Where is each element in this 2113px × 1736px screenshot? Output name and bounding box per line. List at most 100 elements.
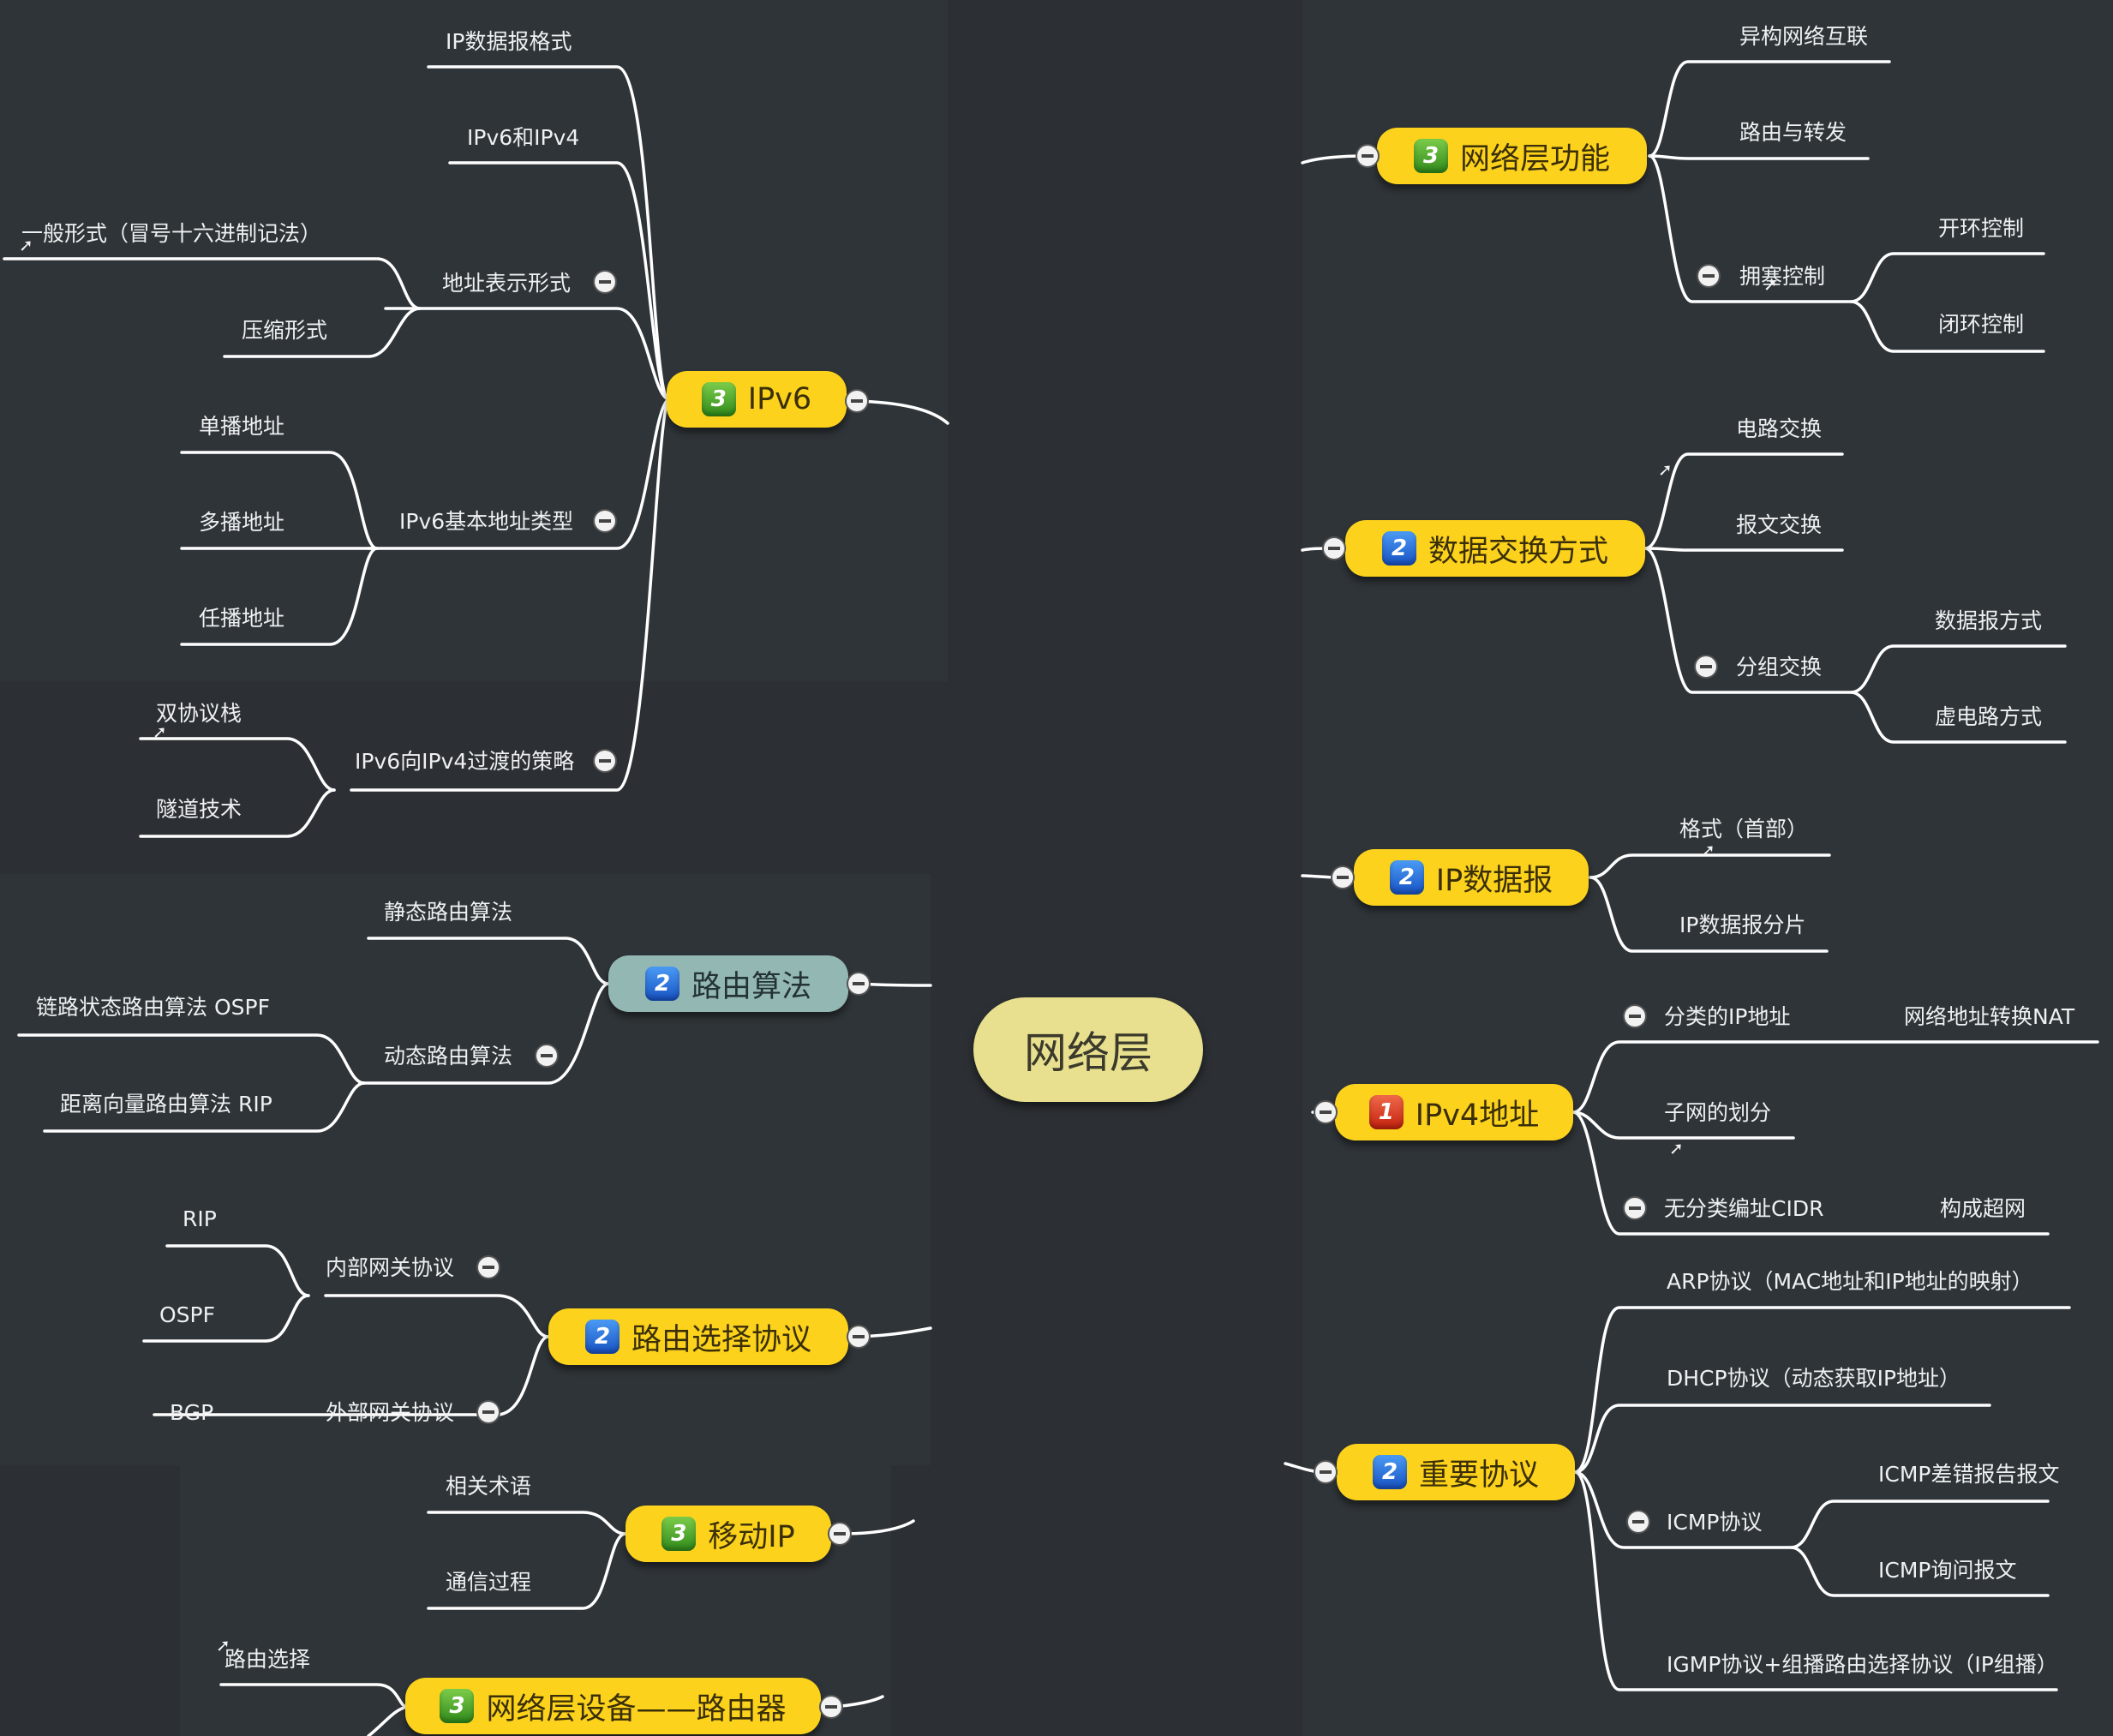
node-communication-process[interactable]: 通信过程 — [446, 1570, 532, 1595]
topic-mobile-ip[interactable]: 3 移动IP — [626, 1506, 831, 1562]
node-static-routing[interactable]: 静态路由算法 — [384, 900, 513, 925]
node-transition-strategy[interactable]: IPv6向IPv4过渡的策略 — [355, 749, 575, 774]
node-general-form[interactable]: 一般形式（冒号十六进制记法） — [21, 221, 322, 246]
collapse-toggle-icon[interactable] — [1332, 867, 1353, 888]
collapse-toggle-icon[interactable] — [595, 511, 615, 531]
mouse-cursor-icon: ➚ — [1669, 1138, 1684, 1158]
collapse-toggle-icon[interactable] — [848, 1326, 869, 1347]
collapse-toggle-icon[interactable] — [1324, 538, 1344, 559]
priority-2-icon: 2 — [1381, 531, 1416, 566]
collapse-toggle-icon[interactable] — [1315, 1462, 1336, 1482]
topic-important-protocols[interactable]: 2 重要协议 — [1337, 1444, 1575, 1500]
topic-ipv4-address[interactable]: 1 IPv4地址 — [1335, 1084, 1573, 1140]
node-circuit-switching[interactable]: 电路交换 — [1736, 416, 1823, 441]
node-header-format[interactable]: 格式（首部） — [1679, 817, 1809, 841]
node-icmp[interactable]: ICMP协议 — [1667, 1510, 1763, 1535]
priority-3-icon: 3 — [1413, 139, 1448, 173]
node-virtual-circuit[interactable]: 虚电路方式 — [1935, 704, 2043, 729]
node-icmp-error[interactable]: ICMP差错报告报文 — [1878, 1462, 2060, 1487]
node-arp[interactable]: ARP协议（MAC地址和IP地址的映射） — [1667, 1269, 2033, 1294]
topic-label: 路由算法 — [691, 969, 811, 1004]
node-anycast[interactable]: 任播地址 — [199, 606, 285, 631]
node-routing-forwarding[interactable]: 路由与转发 — [1739, 120, 1847, 145]
topic-network-functions[interactable]: 3 网络层功能 — [1377, 128, 1647, 184]
collapse-toggle-icon[interactable] — [1625, 1006, 1645, 1027]
node-multicast[interactable]: 多播地址 — [199, 510, 285, 535]
node-ipv6-ipv4[interactable]: IPv6和IPv4 — [467, 125, 580, 150]
node-tunneling[interactable]: 隧道技术 — [156, 797, 242, 822]
collapse-toggle-icon[interactable] — [848, 973, 869, 994]
priority-2-icon: 2 — [1372, 1455, 1407, 1489]
collapse-toggle-icon[interactable] — [1696, 656, 1716, 677]
topic-label: 网络层设备——路由器 — [486, 1691, 787, 1727]
node-dual-stack[interactable]: 双协议栈 — [156, 701, 242, 726]
node-dynamic-routing[interactable]: 动态路由算法 — [384, 1044, 513, 1069]
node-rip-algorithm[interactable]: 距离向量路由算法 RIP — [60, 1092, 272, 1116]
mouse-cursor-icon: ➚ — [1658, 459, 1673, 480]
collapse-toggle-icon[interactable] — [478, 1402, 499, 1422]
node-subnetting[interactable]: 子网的划分 — [1664, 1100, 1772, 1125]
node-congestion-control[interactable]: 拥塞控制 — [1739, 264, 1826, 289]
collapse-toggle-icon[interactable] — [1628, 1512, 1649, 1532]
node-supernet[interactable]: 构成超网 — [1940, 1196, 2026, 1221]
node-ip-format[interactable]: IP数据报格式 — [446, 29, 572, 54]
node-address-representation[interactable]: 地址表示形式 — [442, 271, 572, 296]
node-classful-address[interactable]: 分类的IP地址 — [1664, 1004, 1791, 1029]
node-dhcp[interactable]: DHCP协议（动态获取IP地址） — [1667, 1366, 1961, 1391]
topic-label: IP数据报 — [1435, 863, 1553, 898]
node-basic-address-types[interactable]: IPv6基本地址类型 — [399, 509, 574, 534]
node-egp[interactable]: 外部网关协议 — [326, 1400, 455, 1425]
node-route-selection[interactable]: 路由选择 — [224, 1647, 311, 1672]
priority-2-icon: 2 — [584, 1320, 620, 1354]
priority-3-icon: 3 — [440, 1689, 475, 1723]
node-nat[interactable]: 网络地址转换NAT — [1904, 1004, 2075, 1029]
node-datagram-mode[interactable]: 数据报方式 — [1935, 608, 2043, 633]
node-fragmentation[interactable]: IP数据报分片 — [1679, 913, 1806, 937]
node-igmp[interactable]: IGMP协议+组播路由选择协议（IP组播） — [1667, 1652, 2058, 1677]
node-open-loop[interactable]: 开环控制 — [1938, 216, 2025, 241]
collapse-toggle-icon[interactable] — [478, 1257, 499, 1278]
node-igp[interactable]: 内部网关协议 — [326, 1255, 455, 1280]
mouse-cursor-icon: ➚ — [153, 721, 167, 742]
collapse-toggle-icon[interactable] — [829, 1523, 850, 1544]
collapse-toggle-icon[interactable] — [847, 391, 867, 411]
priority-3-icon: 3 — [701, 382, 736, 416]
collapse-toggle-icon[interactable] — [1625, 1198, 1645, 1218]
topic-ipv6[interactable]: 3 IPv6 — [667, 371, 847, 428]
node-unicast[interactable]: 单播地址 — [199, 414, 285, 439]
node-packet-switching[interactable]: 分组交换 — [1736, 655, 1823, 679]
node-bgp[interactable]: BGP — [170, 1400, 214, 1425]
collapse-toggle-icon[interactable] — [536, 1045, 557, 1066]
node-icmp-query[interactable]: ICMP询问报文 — [1878, 1558, 2017, 1583]
collapse-toggle-icon[interactable] — [595, 751, 615, 771]
node-message-switching[interactable]: 报文交换 — [1736, 512, 1823, 537]
node-terms[interactable]: 相关术语 — [446, 1474, 532, 1499]
priority-2-icon: 2 — [1389, 860, 1424, 895]
collapse-toggle-icon[interactable] — [595, 272, 615, 292]
node-closed-loop[interactable]: 闭环控制 — [1938, 312, 2025, 337]
node-heterogeneous-interconnect[interactable]: 异构网络互联 — [1739, 24, 1869, 49]
mouse-cursor-icon: ➚ — [1763, 274, 1778, 295]
node-compressed-form[interactable]: 压缩形式 — [242, 318, 328, 343]
topic-label: IPv6 — [747, 382, 812, 416]
node-rip[interactable]: RIP — [183, 1206, 217, 1231]
node-ospf-algorithm[interactable]: 链路状态路由算法 OSPF — [36, 995, 270, 1020]
mouse-cursor-icon: ➚ — [1701, 840, 1715, 860]
collapse-toggle-icon[interactable] — [1357, 146, 1378, 166]
node-cidr[interactable]: 无分类编址CIDR — [1664, 1196, 1824, 1221]
topic-routing-algorithm[interactable]: 2 路由算法 — [608, 955, 848, 1012]
region-panel — [0, 0, 948, 681]
mouse-cursor-icon: ➚ — [19, 235, 33, 255]
node-ospf[interactable]: OSPF — [159, 1302, 216, 1327]
topic-ip-datagram[interactable]: 2 IP数据报 — [1354, 849, 1589, 906]
topic-routing-protocol[interactable]: 2 路由选择协议 — [548, 1308, 848, 1365]
topic-router[interactable]: 3 网络层设备——路由器 — [405, 1678, 821, 1734]
priority-3-icon: 3 — [661, 1517, 697, 1551]
collapse-toggle-icon[interactable] — [821, 1697, 841, 1717]
central-topic[interactable]: 网络层 — [973, 997, 1203, 1102]
collapse-toggle-icon[interactable] — [1698, 266, 1719, 286]
topic-switching[interactable]: 2 数据交换方式 — [1345, 520, 1645, 577]
collapse-toggle-icon[interactable] — [1315, 1102, 1336, 1122]
